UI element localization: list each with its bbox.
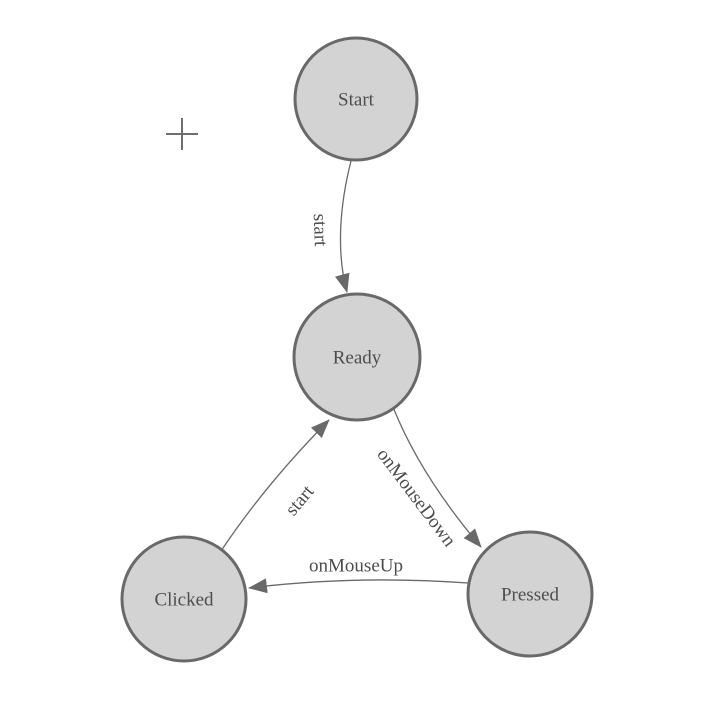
node-ready[interactable]: Ready xyxy=(292,292,422,422)
edge-pressed-to-clicked[interactable]: onMouseUp xyxy=(248,556,469,594)
node-ready-circle[interactable] xyxy=(292,292,422,422)
edge-path-clicked-to-ready[interactable] xyxy=(220,419,330,552)
node-pressed[interactable]: Pressed xyxy=(466,530,594,658)
edge-label-pressed-to-clicked: onMouseUp xyxy=(309,556,403,577)
edge-label-clicked-to-ready: start xyxy=(281,481,319,520)
edge-start-to-ready[interactable]: start xyxy=(309,160,352,293)
node-clicked-label: Clicked xyxy=(154,590,214,611)
node-ready-label: Ready xyxy=(333,348,382,369)
node-clicked-circle[interactable] xyxy=(120,535,248,663)
edge-ready-to-pressed[interactable]: onMouseDown xyxy=(372,406,482,552)
edge-clicked-to-ready[interactable]: start xyxy=(220,419,330,552)
plus-crosshair-icon xyxy=(166,118,198,150)
node-start-label: Start xyxy=(338,90,375,111)
edge-path-pressed-to-clicked[interactable] xyxy=(248,578,469,594)
edge-path-ready-to-pressed[interactable] xyxy=(392,406,482,548)
node-pressed-label: Pressed xyxy=(501,585,560,606)
edge-label-start-to-ready: start xyxy=(309,213,331,247)
node-start[interactable]: Start xyxy=(293,36,419,162)
node-clicked[interactable]: Clicked xyxy=(120,535,248,663)
node-start-circle[interactable] xyxy=(293,36,419,162)
edge-path-start-to-ready[interactable] xyxy=(335,160,352,293)
edge-label-ready-to-pressed: onMouseDown xyxy=(372,445,460,552)
node-pressed-circle[interactable] xyxy=(466,530,594,658)
